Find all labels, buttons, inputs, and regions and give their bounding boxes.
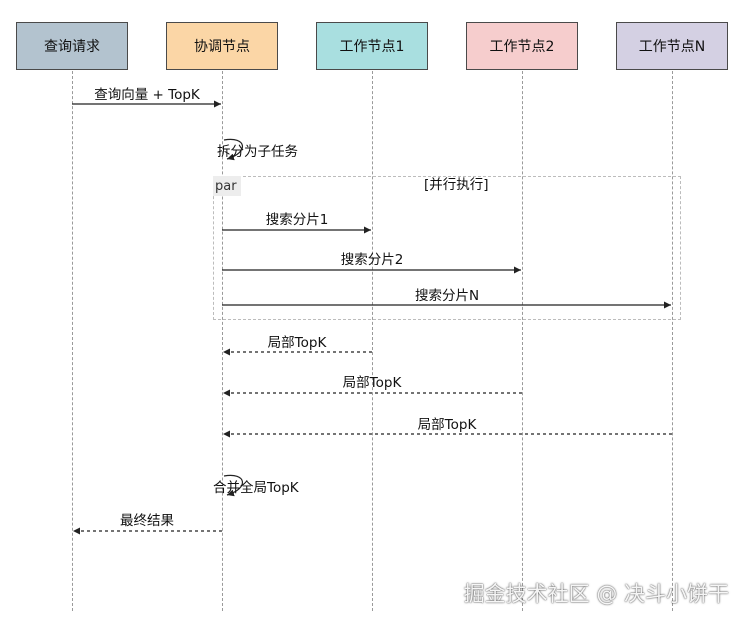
actor-query-request: 查询请求	[16, 22, 128, 70]
lifeline-worker-1	[372, 71, 373, 611]
self-arrow-split	[223, 138, 243, 161]
message-label-merge: 合并全局TopK	[213, 480, 299, 496]
lifeline-query-request	[72, 71, 73, 611]
actor-label: 工作节点2	[489, 39, 555, 55]
message-label-search-2: 搜索分片2	[340, 252, 404, 268]
message-label-search-n: 搜索分片N	[414, 288, 480, 304]
par-frame-title: [并行执行]	[424, 177, 489, 193]
lifeline-worker-n	[672, 71, 673, 611]
self-arrow-merge	[223, 474, 243, 497]
actor-worker-1: 工作节点1	[316, 22, 428, 70]
message-label-local-topk-1: 局部TopK	[267, 335, 327, 351]
watermark: 掘金技术社区 @ 决斗小饼干	[463, 582, 729, 606]
message-label-query: 查询向量 + TopK	[94, 87, 200, 103]
actor-label: 协调节点	[194, 39, 250, 55]
par-frame-tag: par	[213, 176, 241, 196]
lifeline-coordinator	[222, 71, 223, 611]
actor-coordinator: 协调节点	[166, 22, 278, 70]
message-label-local-topk-n: 局部TopK	[417, 417, 477, 433]
message-label-final-result: 最终结果	[120, 513, 174, 529]
message-label-local-topk-2: 局部TopK	[342, 375, 402, 391]
par-frame	[213, 176, 681, 320]
lifeline-worker-2	[522, 71, 523, 611]
actor-label: 查询请求	[44, 39, 100, 55]
actor-label: 工作节点1	[339, 39, 405, 55]
message-label-search-1: 搜索分片1	[265, 212, 329, 228]
actor-worker-n: 工作节点N	[616, 22, 728, 70]
actor-label: 工作节点N	[638, 39, 706, 55]
message-label-split: 拆分为子任务	[217, 144, 298, 160]
actor-worker-2: 工作节点2	[466, 22, 578, 70]
